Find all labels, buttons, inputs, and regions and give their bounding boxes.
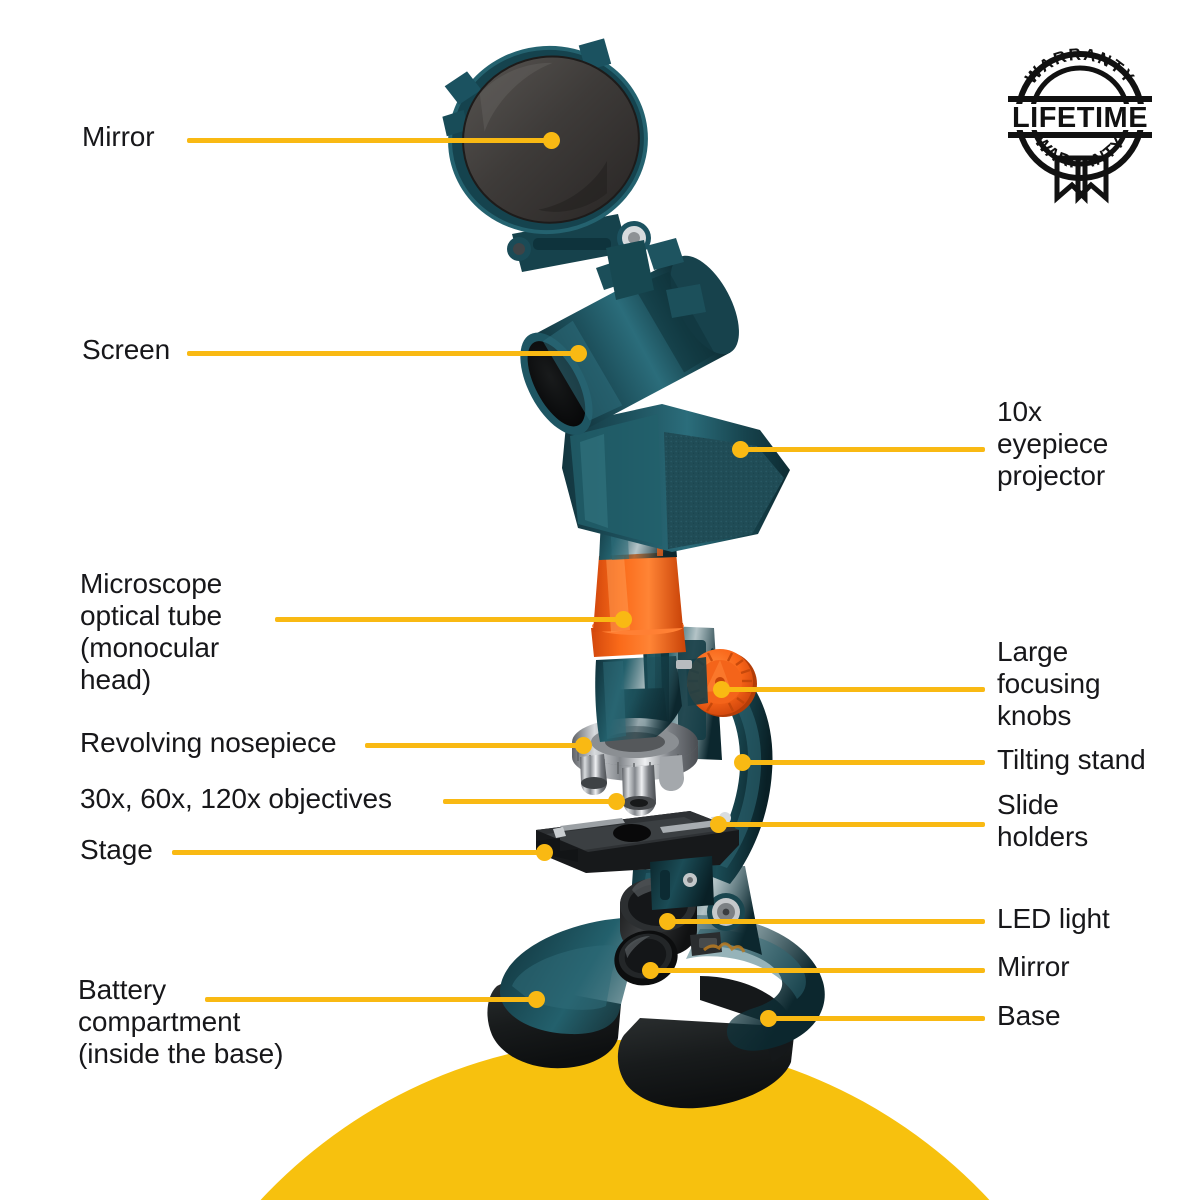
stage-assembly	[536, 811, 739, 910]
callout-slide-l2: holders	[997, 820, 1089, 852]
leader-line-tilting-stand	[742, 760, 985, 765]
leader-line-battery	[205, 997, 536, 1002]
callout-tilting-stand: Tilting stand	[997, 744, 1146, 775]
leader-line-optical-tube	[275, 617, 623, 622]
leader-line-revolving-nosepiece	[365, 743, 583, 748]
callout-optical-tube-l1: Microscope	[80, 568, 223, 599]
warranty-center-text: LIFETIME	[1012, 102, 1148, 134]
leader-dot-tilting-stand	[734, 754, 751, 771]
callout-focusing-l3: knobs	[997, 699, 1072, 731]
callout-revolving-nosepiece: Revolving nosepiece	[80, 727, 337, 758]
callout-optical-tube-l2: optical tube	[80, 599, 223, 631]
leader-dot-led-light	[659, 913, 676, 930]
leader-dot-screen	[570, 345, 587, 362]
leader-dot-eyepiece-projector	[732, 441, 749, 458]
leader-line-eyepiece-projector	[740, 447, 985, 452]
leader-dot-focusing-knobs	[713, 681, 730, 698]
callout-focusing-l2: focusing	[997, 667, 1101, 699]
leader-dot-optical-tube	[615, 611, 632, 628]
leader-line-slide-holders	[718, 822, 985, 827]
callout-battery-l3: (inside the base)	[78, 1037, 284, 1069]
leader-line-mirror-top	[187, 138, 552, 143]
callout-mirror-top: Mirror	[82, 121, 155, 152]
callout-base: Base	[997, 1000, 1061, 1031]
warranty-seal-icon: WARRANTY WARRANTY LIFETIME	[1008, 45, 1152, 205]
callout-stage: Stage	[80, 834, 153, 865]
leader-line-focusing-knobs	[723, 687, 985, 692]
leader-line-base	[768, 1016, 985, 1021]
leader-dot-battery	[528, 991, 545, 1008]
eyepiece-projector-housing	[520, 238, 790, 552]
callout-slide-l1: Slide	[997, 789, 1059, 820]
callout-eyepiece-l1: 10x	[997, 396, 1042, 427]
callout-eyepiece-l3: projector	[997, 459, 1106, 491]
leader-line-stage	[172, 850, 544, 855]
leader-dot-mirror-bottom	[642, 962, 659, 979]
callout-battery-l2: compartment	[78, 1005, 241, 1037]
leader-dot-objectives	[608, 793, 625, 810]
mirror-hinge	[507, 214, 654, 300]
callout-battery-l1: Battery	[78, 974, 167, 1005]
callout-led-light: LED light	[997, 903, 1110, 934]
callout-objectives: 30x, 60x, 120x objectives	[80, 783, 392, 814]
leader-line-objectives	[443, 799, 616, 804]
leader-line-led-light	[668, 919, 985, 924]
callout-mirror-bottom: Mirror	[997, 951, 1070, 982]
callout-focusing-l1: Large	[997, 636, 1069, 667]
callout-screen: Screen	[82, 334, 171, 365]
leader-dot-revolving-nosepiece	[575, 737, 592, 754]
leader-dot-base	[760, 1010, 777, 1027]
leader-dot-slide-holders	[710, 816, 727, 833]
callout-optical-tube-l3: (monocular head)	[80, 631, 220, 695]
leader-dot-stage	[536, 844, 553, 861]
leader-dot-mirror-top	[543, 132, 560, 149]
callout-eyepiece-l2: eyepiece	[997, 427, 1109, 459]
leader-line-mirror-bottom	[650, 968, 985, 973]
leader-line-screen	[187, 351, 579, 356]
objective-lenses	[580, 754, 684, 816]
